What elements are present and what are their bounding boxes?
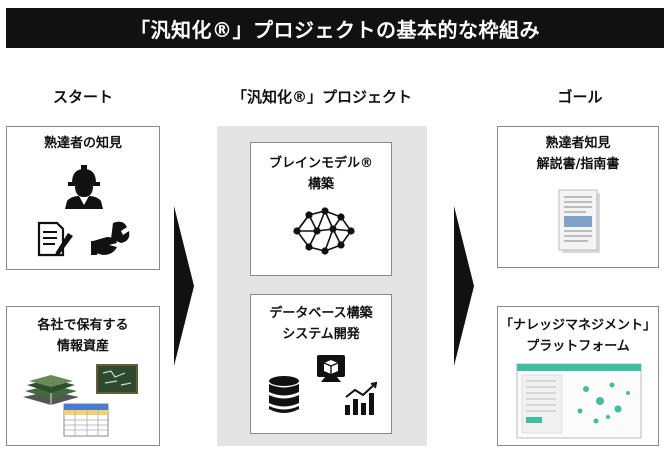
diagram-title: 「汎知化®」プロジェクトの基本的な枠組み: [6, 8, 664, 48]
worker-icon: [65, 165, 103, 209]
manual-label-line1: 熟達者知見: [545, 136, 611, 151]
flow-arrow-project-to-goal: [454, 206, 474, 366]
neural-network-icon: [293, 207, 355, 255]
manual-label-line2: 解説書/指南書: [536, 157, 620, 172]
km-platform-box: 「ナレッジマネジメント」 プラットフォーム: [497, 306, 659, 446]
spreadsheet-icon: [63, 403, 109, 437]
bar-chart-icon: [345, 381, 378, 415]
manual-box: 熟達者知見 解説書/指南書: [497, 126, 659, 268]
expert-knowledge-label: 熟達者の知見: [43, 136, 122, 151]
books-icon: [23, 375, 79, 405]
manual-document-icon: [558, 189, 600, 253]
cube-screen-icon: [317, 355, 345, 382]
expert-knowledge-box: 熟達者の知見: [6, 126, 160, 270]
km-platform-label-line2: プラットフォーム: [526, 339, 630, 354]
brain-model-label-line2: 構築: [307, 177, 334, 192]
database-label-line1: データベース構築: [269, 306, 373, 321]
document-pen-icon: [37, 221, 73, 257]
km-platform-label-line1: 「ナレッジマネジメント」: [499, 318, 656, 333]
flow-arrow-start-to-project: [174, 206, 194, 366]
brain-model-box: ブレインモデル® 構築: [250, 142, 392, 276]
wrench-hand-icon: [91, 221, 130, 255]
database-icon: [269, 376, 299, 413]
brain-model-label-line1: ブレインモデル®: [268, 156, 373, 171]
column-header-project: 「汎知化®」プロジェクト: [231, 88, 412, 106]
database-box: データベース構築 システム開発: [250, 294, 392, 434]
company-info-box: 各社で保有する 情報資産: [6, 306, 160, 446]
company-info-label-line2: 情報資産: [56, 339, 109, 354]
chalkboard-icon: [96, 364, 138, 394]
database-label-line2: システム開発: [282, 327, 360, 342]
column-header-start: スタート: [52, 88, 113, 106]
platform-screen-icon: [516, 363, 642, 439]
column-header-goal: ゴール: [557, 88, 603, 106]
company-info-label-line1: 各社で保有する: [37, 318, 129, 333]
